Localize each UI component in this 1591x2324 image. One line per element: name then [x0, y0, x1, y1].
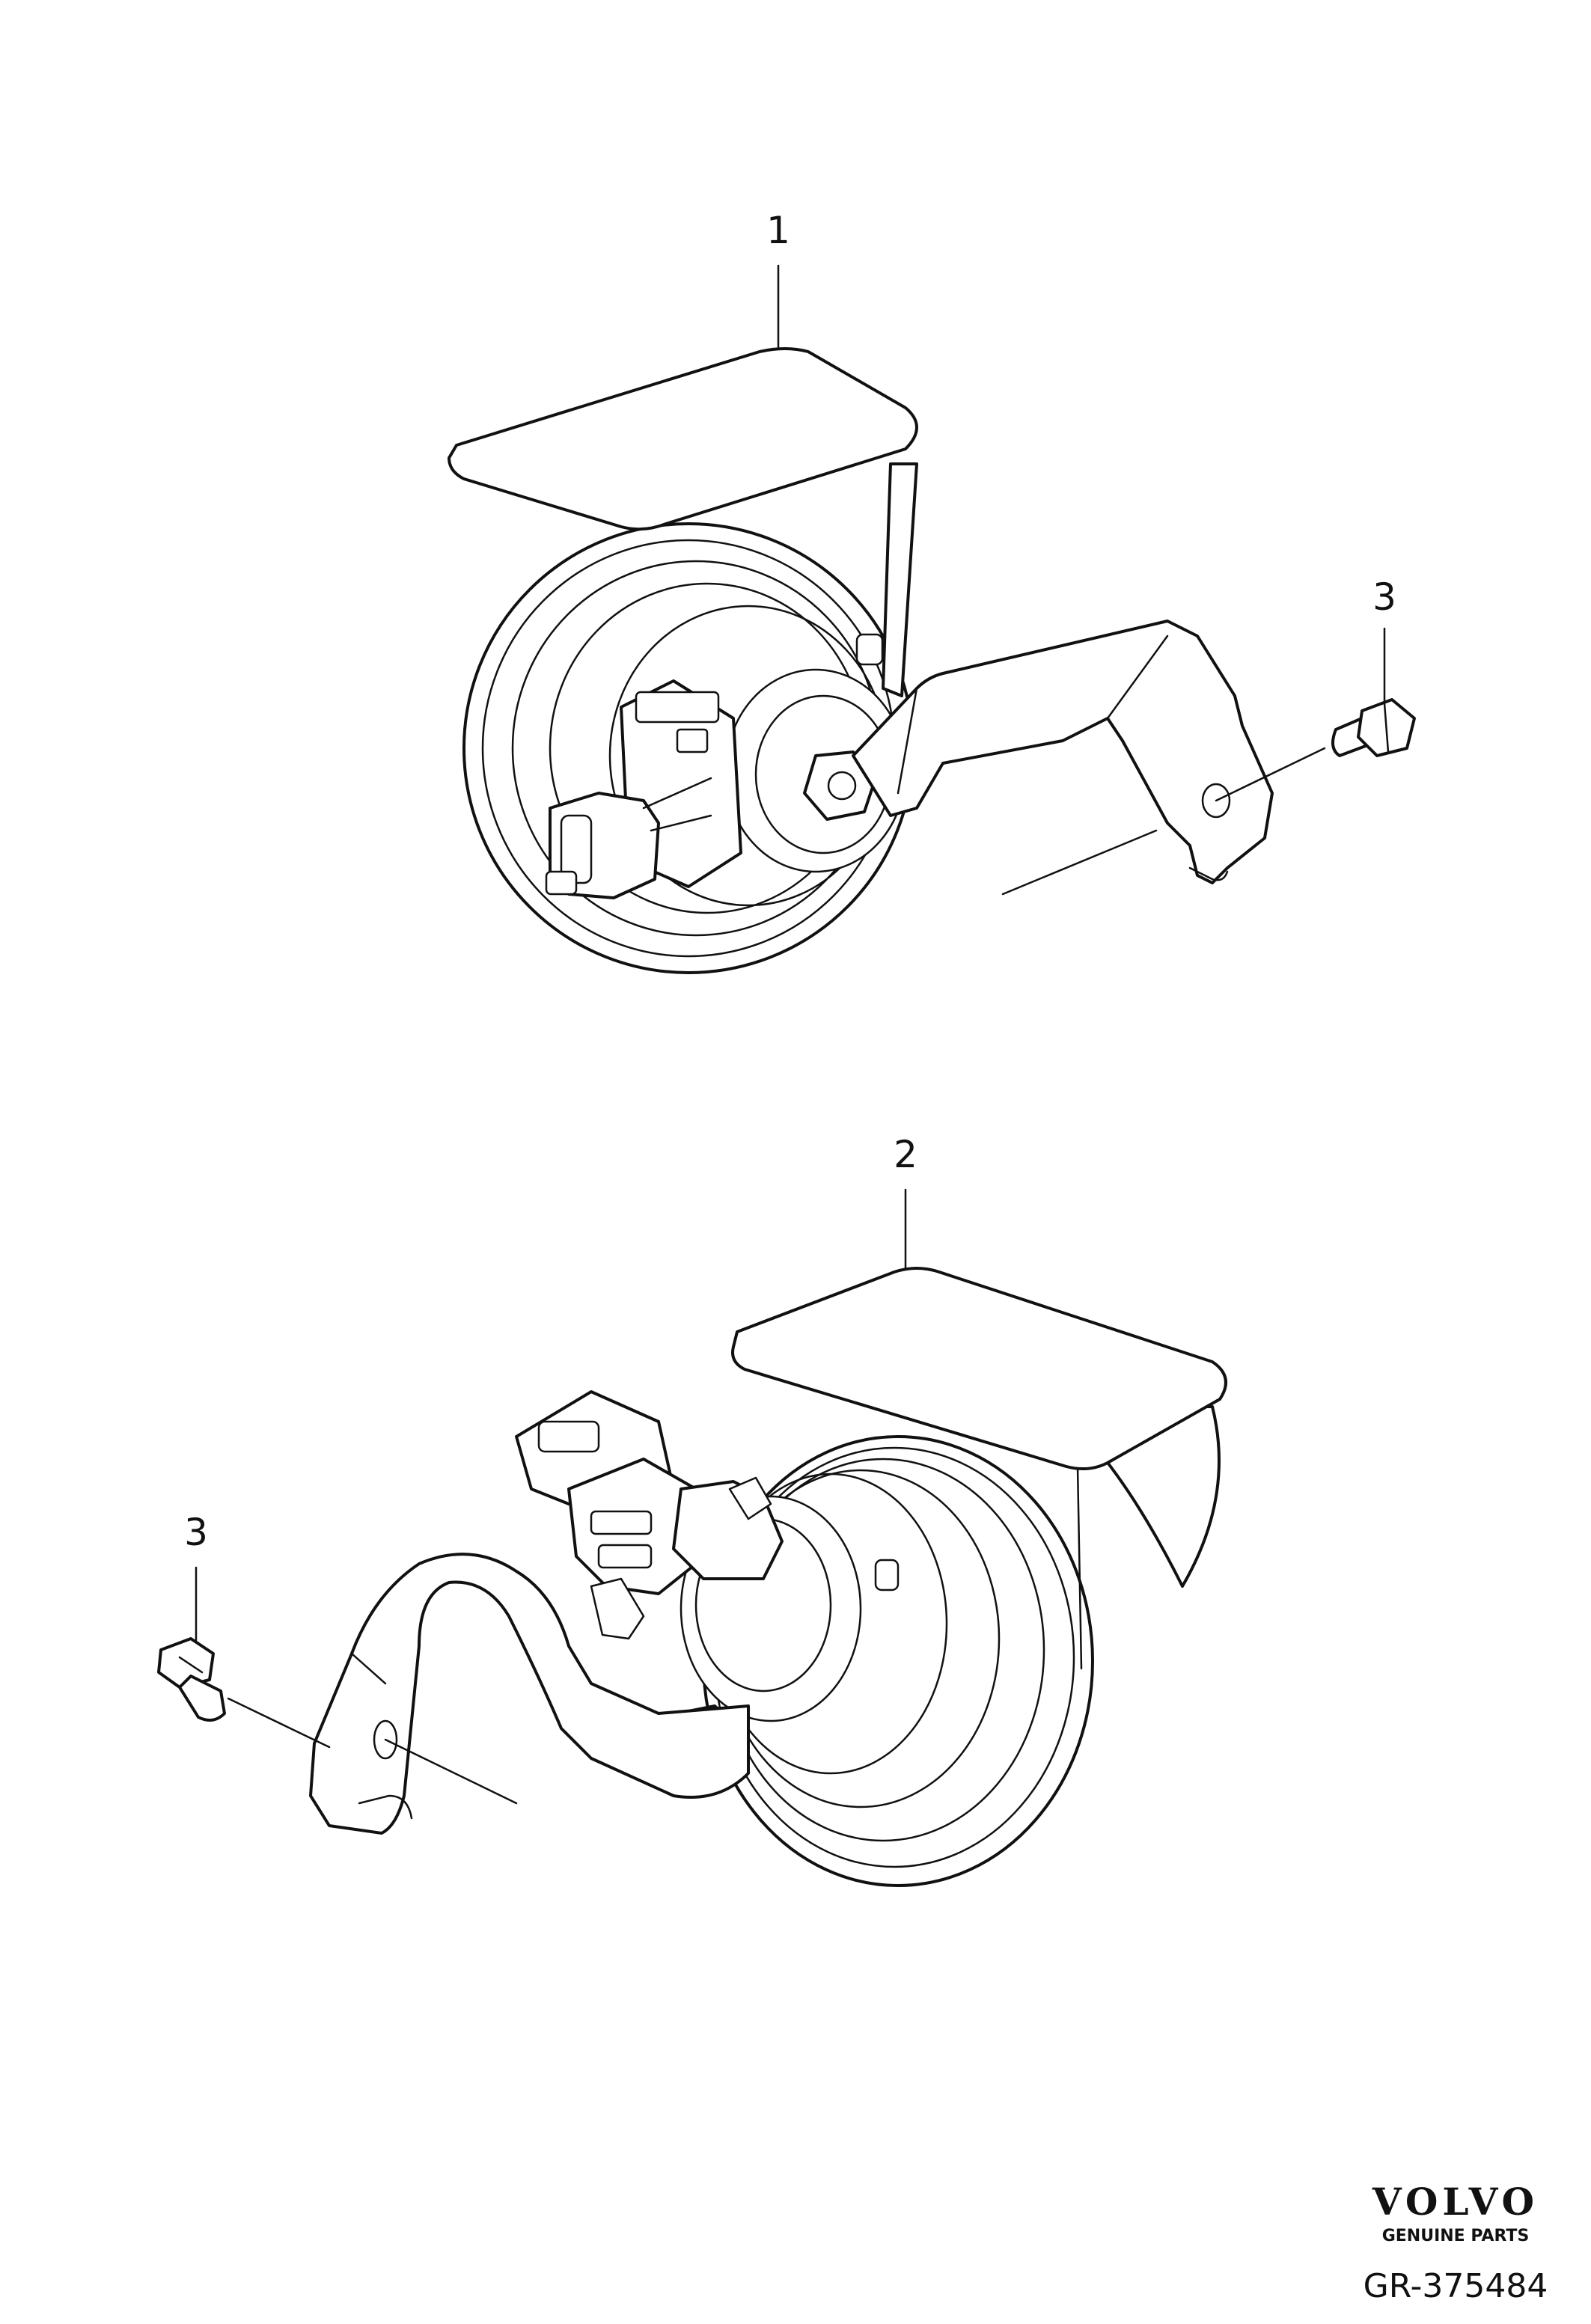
callout-3-lower: 3	[184, 1511, 208, 1554]
volvo-logo-wordmark: VOLVO	[1372, 2180, 1539, 2224]
callout-2: 2	[894, 1133, 917, 1176]
callout-3-upper: 3	[1372, 575, 1396, 619]
diagram-reference-code: GR-375484	[1364, 2267, 1548, 2305]
horn-1-top-plate	[448, 347, 918, 531]
horn-1-assembly	[448, 264, 1326, 974]
horn-2-top-plate	[731, 1267, 1227, 1471]
horn-1-bracket	[852, 620, 1274, 884]
callout-1: 1	[766, 209, 790, 252]
horn-1-connector	[545, 679, 742, 899]
bolt-3-lower	[157, 1566, 226, 1722]
bolt-3-upper	[1331, 627, 1416, 757]
horn-2-bracket	[309, 1553, 750, 1835]
genuine-parts-tagline: GENUINE PARTS	[1382, 2227, 1530, 2245]
horn-2-assembly	[227, 1188, 1227, 1887]
horn-2-connector	[515, 1390, 784, 1640]
